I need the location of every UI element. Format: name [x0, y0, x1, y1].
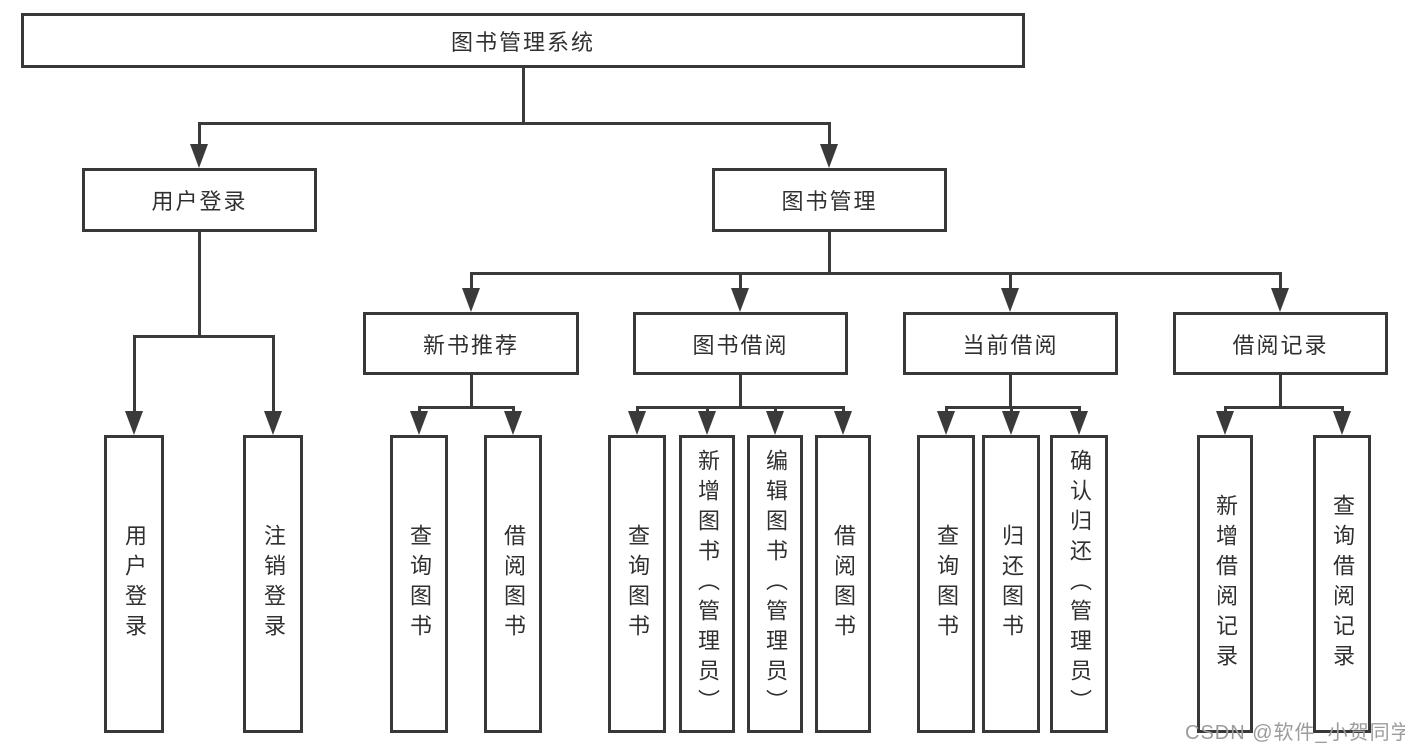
node-book-borrowing: 图书借阅 [633, 312, 848, 375]
connector-line [132, 335, 136, 417]
node-return-books: 归还图书 [982, 435, 1040, 733]
node-label-query-borrow-record: 查询借阅记录 [1330, 494, 1355, 674]
node-add-borrow-record: 新增借阅记录 [1197, 435, 1253, 733]
node-query-books-1: 查询图书 [390, 435, 448, 733]
arrowhead-down-icon [504, 411, 522, 435]
node-borrowing-records: 借阅记录 [1173, 312, 1388, 375]
arrowhead-down-icon [1271, 288, 1289, 312]
node-label-borrow-books-2: 借阅图书 [831, 524, 856, 644]
node-label-confirm-return-admin: 确认归还（管理员） [1067, 449, 1092, 719]
node-user-login: 用户登录 [82, 168, 317, 232]
arrowhead-down-icon [1216, 411, 1234, 435]
node-user-login-leaf: 用户登录 [104, 435, 164, 733]
arrowhead-down-icon [731, 288, 749, 312]
node-label-borrowing-records: 借阅记录 [1232, 332, 1329, 358]
connector-line [469, 272, 473, 294]
node-add-books-admin: 新增图书（管理员） [679, 435, 735, 733]
arrowhead-down-icon [937, 411, 955, 435]
arrowhead-down-icon [462, 288, 480, 312]
node-label-borrow-books-1: 借阅图书 [501, 524, 526, 644]
connector-line [1008, 272, 1012, 294]
arrowhead-down-icon [766, 411, 784, 435]
node-label-new-book-recommend: 新书推荐 [422, 332, 519, 358]
node-borrow-books-1: 借阅图书 [484, 435, 542, 733]
node-system-root: 图书管理系统 [21, 13, 1025, 68]
node-label-user-login-leaf: 用户登录 [122, 524, 147, 644]
connector-line [197, 122, 831, 125]
node-label-return-books: 归还图书 [999, 524, 1024, 644]
node-label-query-books-1: 查询图书 [407, 524, 432, 644]
node-query-borrow-record: 查询借阅记录 [1313, 435, 1371, 733]
node-label-query-books-2: 查询图书 [625, 524, 650, 644]
connector-line [827, 122, 831, 150]
arrowhead-down-icon [125, 411, 143, 435]
arrowhead-down-icon [698, 411, 716, 435]
connector-line [521, 68, 525, 122]
node-label-book-management: 图书管理 [781, 189, 878, 214]
connector-line [197, 232, 201, 335]
connector-line [469, 272, 1282, 275]
connector-line [738, 375, 742, 406]
node-label-edit-books-admin: 编辑图书（管理员） [763, 449, 788, 719]
connector-line [271, 335, 275, 417]
arrowhead-down-icon [834, 411, 852, 435]
connector-line [944, 406, 1081, 409]
arrowhead-down-icon [1070, 411, 1088, 435]
node-label-add-borrow-record: 新增借阅记录 [1213, 494, 1238, 674]
connector-line [635, 406, 845, 409]
node-borrow-books-2: 借阅图书 [815, 435, 871, 733]
connector-line [417, 406, 515, 409]
node-logout-leaf: 注销登录 [243, 435, 303, 733]
connector-line [1008, 375, 1012, 406]
connector-line [1278, 272, 1282, 294]
connector-line [827, 232, 831, 272]
connector-line [132, 335, 275, 338]
node-label-system-root: 图书管理系统 [450, 29, 595, 55]
connector-line [738, 272, 742, 294]
connector-line [469, 375, 473, 406]
node-edit-books-admin: 编辑图书（管理员） [747, 435, 803, 733]
node-label-query-books-3: 查询图书 [934, 524, 959, 644]
node-new-book-recommend: 新书推荐 [363, 312, 579, 375]
arrowhead-down-icon [410, 411, 428, 435]
node-confirm-return-admin: 确认归还（管理员） [1050, 435, 1108, 733]
arrowhead-down-icon [1001, 288, 1019, 312]
watermark: CSDN @软件_小贺同学 [1185, 722, 1405, 744]
node-label-user-login: 用户登录 [151, 189, 248, 214]
arrowhead-down-icon [628, 411, 646, 435]
arrowhead-down-icon [264, 411, 282, 435]
connector-line [1223, 406, 1344, 409]
node-label-add-books-admin: 新增图书（管理员） [695, 449, 720, 719]
arrowhead-down-icon [1002, 411, 1020, 435]
node-label-logout-leaf: 注销登录 [261, 524, 286, 644]
connector-line [197, 122, 201, 150]
node-book-management: 图书管理 [712, 168, 947, 232]
arrowhead-down-icon [190, 144, 208, 168]
node-query-books-3: 查询图书 [917, 435, 975, 733]
arrowhead-down-icon [1333, 411, 1351, 435]
connector-line [1278, 375, 1282, 406]
node-current-borrowing: 当前借阅 [903, 312, 1118, 375]
node-query-books-2: 查询图书 [608, 435, 666, 733]
node-label-book-borrowing: 图书借阅 [692, 332, 789, 358]
arrowhead-down-icon [820, 144, 838, 168]
node-label-current-borrowing: 当前借阅 [962, 332, 1059, 358]
